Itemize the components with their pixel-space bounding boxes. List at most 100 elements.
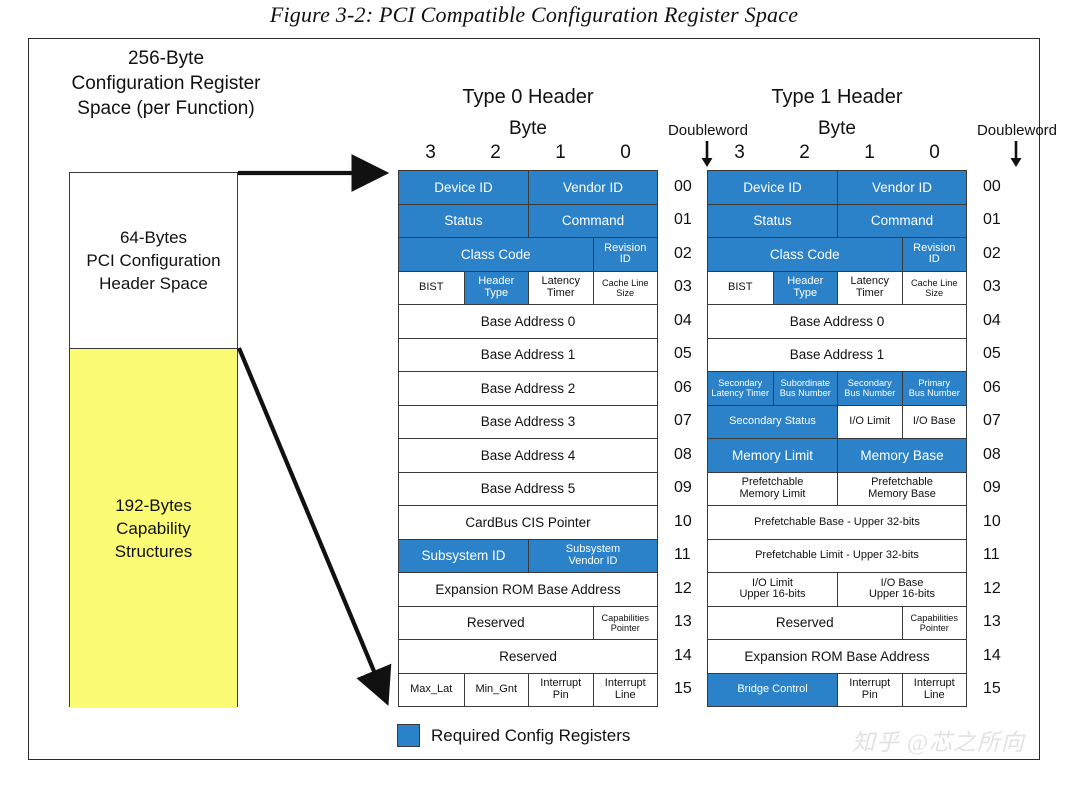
register-field-reserved: Reserved bbox=[708, 606, 902, 639]
figure-title: Figure 3-2: PCI Compatible Configuration… bbox=[269, 2, 799, 27]
register-row-07: Base Address 3 bbox=[399, 405, 657, 439]
register-field-base-address-1: Base Address 1 bbox=[399, 338, 657, 371]
doubleword-number-05: 05 bbox=[674, 345, 692, 363]
register-field-command: Command bbox=[528, 204, 657, 237]
register-field-base-address-2: Base Address 2 bbox=[399, 372, 657, 405]
byte-number-0: 0 bbox=[929, 142, 940, 163]
doubleword-number-02: 02 bbox=[983, 244, 1001, 262]
doubleword-number-01: 01 bbox=[674, 211, 692, 229]
doubleword-number-04: 04 bbox=[983, 311, 1001, 329]
register-row-05: Base Address 1 bbox=[399, 338, 657, 372]
register-field-status: Status bbox=[708, 204, 837, 237]
type1-doubleword-down-arrow bbox=[1010, 141, 1022, 167]
doubleword-number-01: 01 bbox=[983, 211, 1001, 229]
doubleword-number-09: 09 bbox=[674, 479, 692, 497]
register-row-05: Base Address 1 bbox=[708, 338, 966, 372]
doubleword-number-06: 06 bbox=[674, 378, 692, 396]
doubleword-number-13: 13 bbox=[983, 613, 1001, 631]
doubleword-number-06: 06 bbox=[983, 378, 1001, 396]
byte-number-1: 1 bbox=[555, 142, 566, 163]
register-field-vendor-id: Vendor ID bbox=[528, 171, 657, 204]
register-field-subsystem-id: Subsystem ID bbox=[399, 539, 528, 572]
doubleword-number-05: 05 bbox=[983, 345, 1001, 363]
register-field-min-gnt: Min_Gnt bbox=[463, 673, 528, 706]
doubleword-number-13: 13 bbox=[674, 613, 692, 631]
register-row-09: Base Address 5 bbox=[399, 472, 657, 506]
byte-number-0: 0 bbox=[620, 142, 631, 163]
doubleword-number-15: 15 bbox=[983, 680, 1001, 698]
register-field-prefetchable-base-upper-32-bits: Prefetchable Base - Upper 32-bits bbox=[708, 506, 966, 539]
register-field-device-id: Device ID bbox=[708, 171, 837, 204]
doubleword-number-12: 12 bbox=[674, 579, 692, 597]
register-row-14: Expansion ROM Base Address bbox=[708, 640, 966, 674]
register-field-i-o-base: I/O Base bbox=[901, 405, 966, 438]
register-field-memory-limit: Memory Limit bbox=[708, 439, 837, 472]
register-field-memory-base: Memory Base bbox=[837, 439, 966, 472]
legend-label: Required Config Registers bbox=[431, 725, 631, 745]
register-field-cardbus-cis-pointer: CardBus CIS Pointer bbox=[399, 506, 657, 539]
type1-title: Type 1 Header bbox=[771, 86, 903, 108]
register-row-11: Prefetchable Limit - Upper 32-bits bbox=[708, 539, 966, 573]
register-field-bist: BIST bbox=[708, 271, 773, 304]
register-row-04: Base Address 0 bbox=[708, 305, 966, 339]
doubleword-number-08: 08 bbox=[674, 445, 692, 463]
doubleword-number-04: 04 bbox=[674, 311, 692, 329]
register-row-04: Base Address 0 bbox=[399, 305, 657, 339]
register-field-class-code: Class Code bbox=[708, 238, 902, 271]
register-field-i-o-limit: I/O Limit bbox=[837, 405, 902, 438]
type0-doubleword-label: Doubleword bbox=[667, 122, 749, 139]
register-row-14: Reserved bbox=[399, 640, 657, 674]
legend: Required Config Registers bbox=[397, 724, 630, 747]
doubleword-number-12: 12 bbox=[983, 579, 1001, 597]
doubleword-number-00: 00 bbox=[674, 177, 692, 195]
doubleword-number-15: 15 bbox=[674, 680, 692, 698]
register-field-command: Command bbox=[837, 204, 966, 237]
register-field-expansion-rom-base-address: Expansion ROM Base Address bbox=[708, 640, 966, 673]
doubleword-number-03: 03 bbox=[983, 278, 1001, 296]
type0-doubleword-down-arrow bbox=[701, 141, 713, 167]
doubleword-number-11: 11 bbox=[674, 546, 691, 564]
register-row-12: Expansion ROM Base Address bbox=[399, 573, 657, 607]
register-field-device-id: Device ID bbox=[399, 171, 528, 204]
byte-number-2: 2 bbox=[799, 142, 810, 163]
register-field-bist: BIST bbox=[399, 271, 464, 304]
register-field-base-address-4: Base Address 4 bbox=[399, 439, 657, 472]
byte-number-3: 3 bbox=[734, 142, 745, 163]
doubleword-number-00: 00 bbox=[983, 177, 1001, 195]
register-row-10: Prefetchable Base - Upper 32-bits bbox=[708, 506, 966, 540]
register-field-reserved: Reserved bbox=[399, 640, 657, 673]
